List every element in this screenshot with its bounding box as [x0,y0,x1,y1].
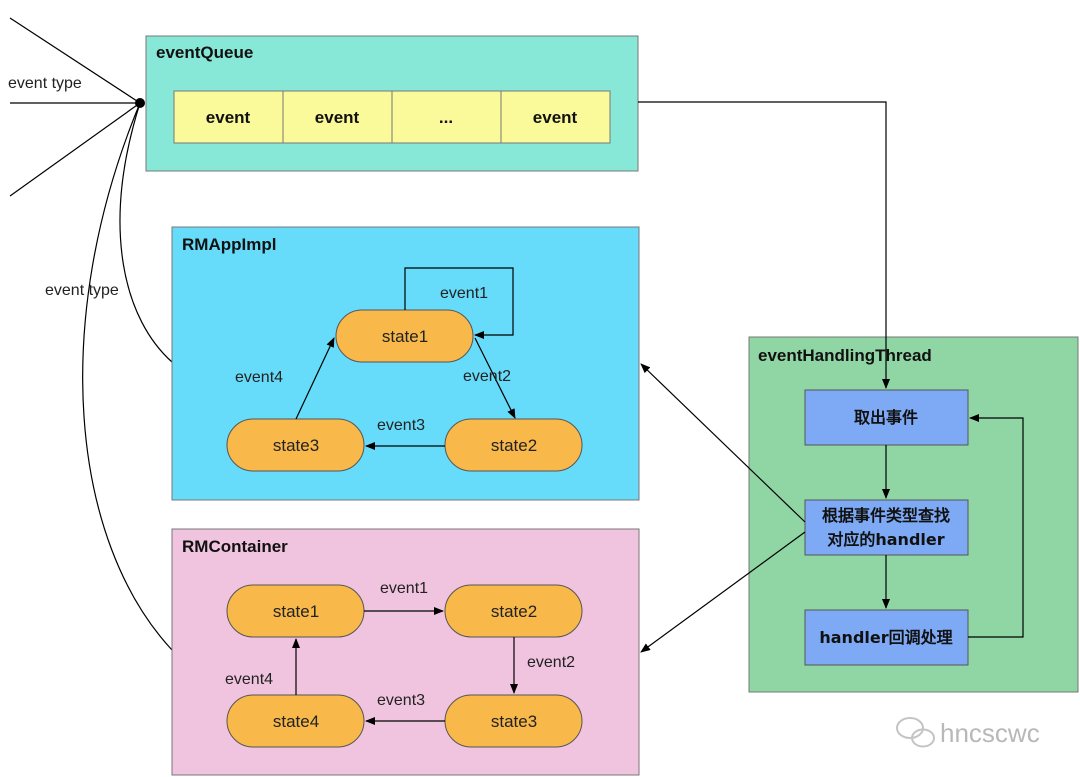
fetch-event-step [804,389,969,446]
handler-callback-step [804,609,969,666]
queue-cell [391,90,502,144]
watermark-text: hncscwc [940,718,1040,748]
callback-loop-arrow [968,414,1024,638]
wechat-icon [896,717,935,748]
app-transition-event4 [295,337,335,420]
container-state4-label: state4 [273,712,319,731]
watermark: hncscwc [896,717,1040,748]
event-queue-box: eventQueue event event ... event [145,35,639,172]
app-state3-node [226,418,365,472]
container-state1-label: state1 [273,602,319,621]
dispatch-to-app-arrow [640,363,806,523]
event-queue-title: eventQueue [156,43,253,62]
lookup-handler-step-label-line1: 根据事件类型查找 [822,506,950,525]
event-handling-thread-box: eventHandlingThread 取出事件 根据事件类型查找 对应的han… [748,336,1079,693]
app-event1-label: event1 [440,285,488,302]
container-event1-label: event1 [380,580,428,597]
app-state2-node [444,418,583,472]
queue-cell [282,90,393,144]
input-event-type-label: event type [8,75,82,92]
queue-cells: event event ... event [173,90,611,144]
container-event2-label: event2 [527,654,575,671]
dispatch-to-container-arrow [640,531,806,653]
handler-callback-step-label: handler回调处理 [819,628,952,647]
app-state3-label: state3 [273,436,319,455]
container-state3-label: state3 [491,712,537,731]
rm-container-box: RMContainer state1 state2 state3 state4 … [171,528,640,776]
app-event2-label: event2 [463,368,511,385]
queue-cell-label: ... [439,108,453,127]
queue-cell [500,90,611,144]
event-feedback-curves [82,102,173,651]
curve-event-type-label: event type [45,282,119,299]
lookup-handler-step-label-line2: 对应的handler [827,530,944,549]
app-state2-label: state2 [491,436,537,455]
queue-cell-label: event [533,108,578,127]
app-transition-event2 [474,337,516,419]
fetch-event-step-label: 取出事件 [854,408,918,427]
queue-cell-label: event [315,108,360,127]
app-event3-label: event3 [377,417,425,434]
app-transition-event1 [404,267,514,339]
event-handling-thread-title: eventHandlingThread [758,346,932,365]
rm-app-impl-box: RMAppImpl state1 state2 state3 event1 ev… [171,226,640,501]
container-event4-label: event4 [225,671,273,688]
container-state2-label: state2 [491,602,537,621]
app-event4-label: event4 [235,369,283,386]
queue-cell-label: event [206,108,251,127]
rm-container-title: RMContainer [182,537,288,556]
container-event3-label: event3 [377,692,425,709]
app-state1-label: state1 [382,327,428,346]
rm-app-impl-title: RMAppImpl [182,235,276,254]
queue-to-thread-arrow [638,101,890,389]
